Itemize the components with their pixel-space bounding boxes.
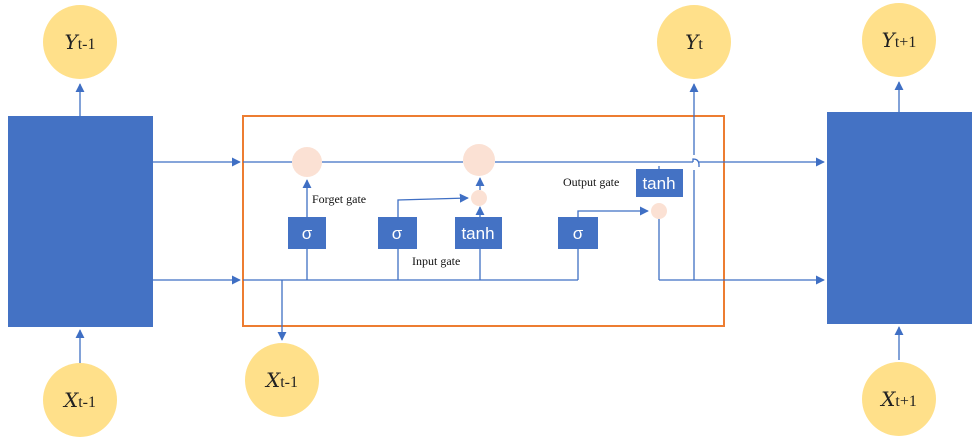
lstm-cell-frame <box>242 115 725 327</box>
output-sigma-box: σ <box>558 217 598 249</box>
node-y-prev: Yt-1 <box>43 5 117 79</box>
node-x-prev: Xt-1 <box>43 363 117 437</box>
svg-text:tanh: tanh <box>642 174 675 193</box>
forget-multiply-op <box>292 147 322 177</box>
node-y-next: Yt+1 <box>862 3 936 77</box>
node-x-next: Xt+1 <box>862 362 936 436</box>
input-multiply-op <box>471 190 487 206</box>
output-gate-label: Output gate <box>563 175 619 189</box>
input-sigma-box: σ <box>378 217 417 249</box>
svg-text:tanh: tanh <box>461 224 494 243</box>
svg-text:Xt-1: Xt-1 <box>62 388 96 412</box>
svg-text:Yt: Yt <box>685 30 703 54</box>
svg-text:σ: σ <box>302 224 313 243</box>
cell-block-right <box>827 112 972 324</box>
svg-text:σ: σ <box>573 224 584 243</box>
svg-text:Yt+1: Yt+1 <box>882 28 917 52</box>
svg-text:Xt-1: Xt-1 <box>264 368 298 392</box>
svg-text:Yt-1: Yt-1 <box>65 30 96 54</box>
svg-text:Xt+1: Xt+1 <box>879 387 917 411</box>
node-y-curr: Yt <box>657 5 731 79</box>
svg-text:σ: σ <box>392 224 403 243</box>
input-gate-label: Input gate <box>412 254 460 268</box>
input-tanh-box: tanh <box>455 217 502 249</box>
cell-block-left <box>8 116 153 327</box>
output-multiply-op <box>651 203 667 219</box>
forget-gate-label: Forget gate <box>312 192 366 206</box>
forget-sigma-box: σ <box>288 217 326 249</box>
cell-add-op <box>463 144 495 176</box>
output-tanh-box: tanh <box>636 169 683 197</box>
node-x-in: Xt-1 <box>245 343 319 417</box>
connectors <box>75 81 904 364</box>
